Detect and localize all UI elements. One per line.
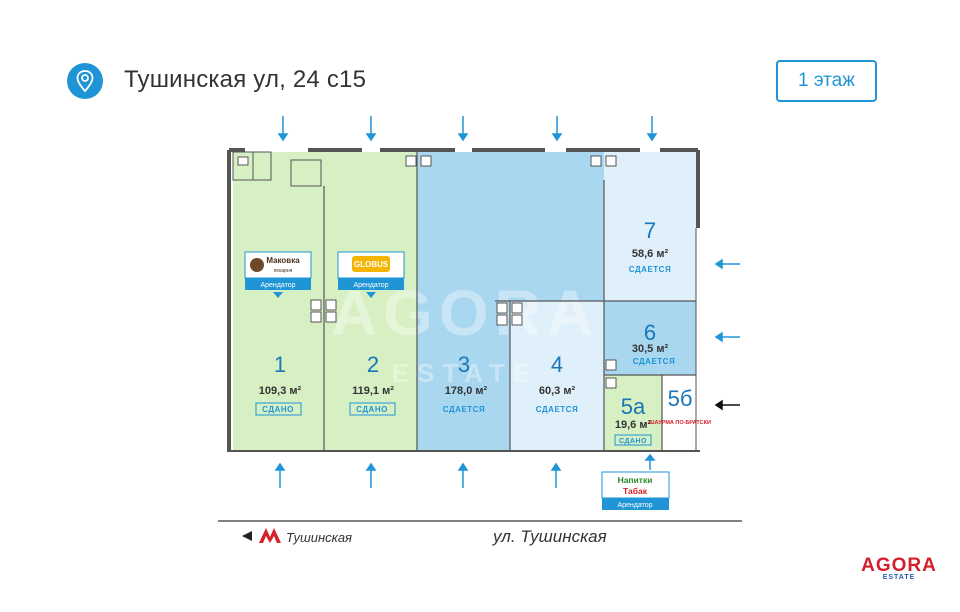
entrance-arrows-bottom [274,453,656,488]
tenant-card-unit-5a[interactable]: Напитки Табак Арендатор [601,471,670,510]
unit-1-status-box [255,402,302,416]
unit-4-area[interactable] [510,301,604,450]
unit-1-area-value: 109,3 м² [259,385,302,397]
unit-2-status-box [349,402,396,416]
logo-main-text: AGORA [861,555,937,576]
unit-5b-number: 5б [668,386,693,411]
entrance-arrows-right [714,258,740,343]
unit-4-area-value: 60,3 м² [539,385,576,397]
tenant-label-2: Арендатор [353,282,388,289]
page-title: Тушинская ул, 24 с15 [124,66,367,93]
entrance-arrow-5b [714,399,740,411]
unit-7-area-value: 58,6 м² [632,248,669,260]
unit-3-status: СДАЕТСЯ [443,405,485,414]
unit-2-area-value: 119,1 м² [352,385,394,397]
unit-3-area-value: 178,0 м² [445,385,488,397]
fixtures [237,155,617,389]
unit-7-status: СДАЕТСЯ [629,265,671,274]
watermark: AGORA ESTATE [331,277,593,388]
unit-5b-area[interactable] [662,375,696,450]
svg-text:ESTATE: ESTATE [392,358,539,388]
tenant-brand-1: Маковка [266,256,300,265]
unit-5a-status-box [614,434,652,446]
unit-7-number: 7 [644,218,656,243]
unit-1-area[interactable] [233,152,324,450]
unit-6-status: СДАЕТСЯ [633,357,675,366]
walls [227,148,700,452]
unit-5b-note: ШАУРМА ПО-БРАТСКИ [649,420,711,426]
unit-6-area[interactable] [604,301,696,375]
unit-1-number: 1 [274,352,286,377]
unit-5a-number: 5а [621,394,646,419]
unit-2-status: СДАНО [356,405,388,414]
unit-4-number: 4 [551,352,563,377]
tenant-sub-1: пекарня [274,268,293,274]
unit-6-number: 6 [644,320,656,345]
unit-6-area-value: 30,5 м² [632,343,669,355]
unit-3-number: 3 [458,352,470,377]
street-name: ул. Тушинская [493,527,607,546]
tenant-5a-line1: Напитки [618,475,653,485]
map-pin-icon [67,63,103,99]
unit-5a-status: СДАНО [619,438,647,445]
tenant-card-unit-2[interactable]: GLOBUS Арендатор [337,251,405,298]
tenant-label-1: Арендатор [260,282,295,289]
tenant-brand-2: GLOBUS [354,260,389,269]
logo-sub-text: ESTATE [882,574,916,581]
entrance-arrows-top [277,116,658,142]
unit-5a-area-value: 19,6 м² [615,419,652,431]
tenant-card-unit-1[interactable]: Маковка пекарня Арендатор [244,251,312,298]
unit-2-area[interactable] [324,152,417,450]
metro-direction-arrow [242,531,252,541]
unit-2-number: 2 [367,352,379,377]
agora-logo: AGORA ESTATE [852,555,946,581]
unit-7-area[interactable] [604,152,696,301]
tenant-5a-line2: Табак [623,486,648,496]
tenant-5a-label: Арендатор [617,502,652,509]
metro-station-label: Тушинская [286,530,352,545]
floor-selector-button[interactable]: 1 этаж [776,60,877,102]
unit-4-status: СДАЕТСЯ [536,405,578,414]
unit-1-status: СДАНО [262,405,294,414]
metro-icon [259,528,281,543]
